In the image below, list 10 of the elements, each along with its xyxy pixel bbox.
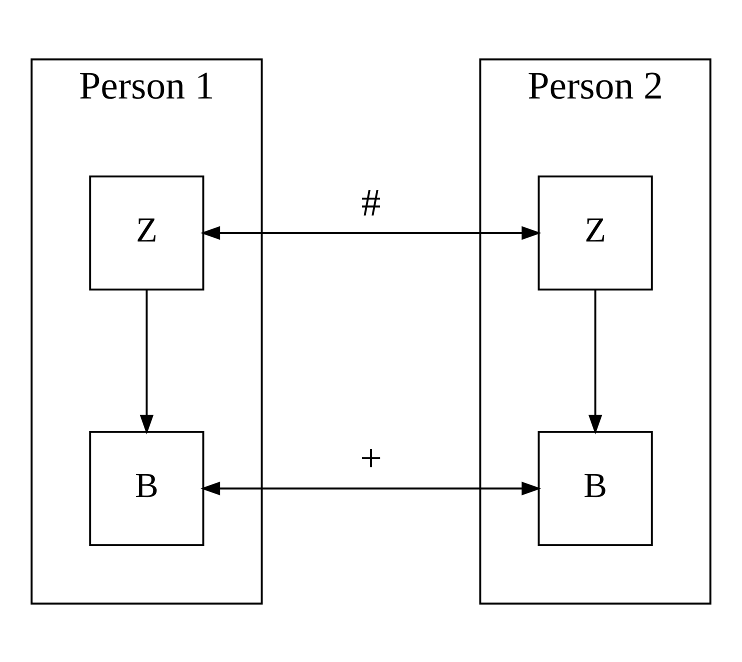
node-box: Z xyxy=(89,174,204,290)
arrow xyxy=(200,481,542,495)
arrow xyxy=(200,226,542,240)
edge-label: + xyxy=(360,436,382,480)
node-box: B xyxy=(89,430,204,546)
edge-label: # xyxy=(361,180,381,224)
arrow xyxy=(140,290,154,434)
node-box: Z xyxy=(538,174,653,290)
arrow xyxy=(588,290,602,434)
node-box: B xyxy=(538,430,653,546)
